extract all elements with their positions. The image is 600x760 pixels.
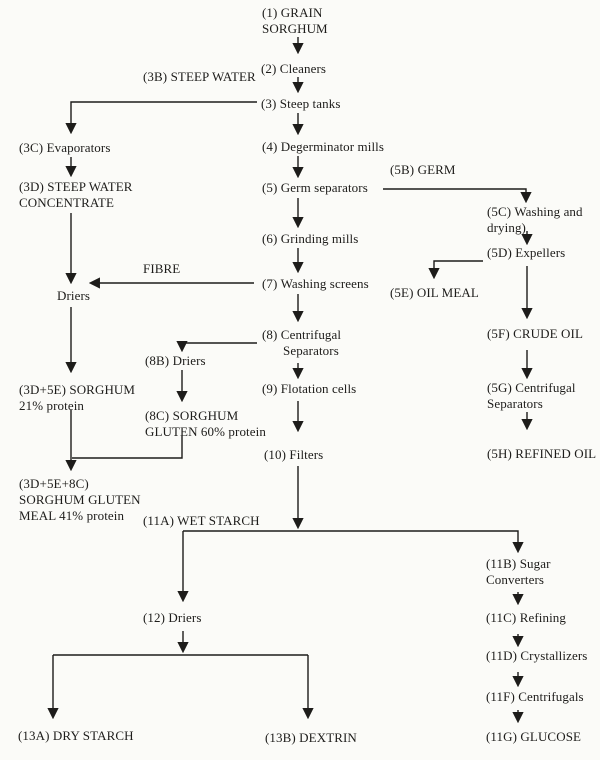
node-driers: Driers (57, 288, 91, 303)
node-8-centrifugal-separators: (8) Centrifugal Separators (262, 327, 342, 358)
node-3d5e-sorghum-21-protein: (3D+5E) SORGHUM 21% protein (19, 382, 136, 413)
node-3d5e8c-sorghum-gluten-meal-41: (3D+5E+8C) SORGHUM GLUTEN MEAL 41% prote… (19, 476, 141, 523)
node-5f-crude-oil: (5F) CRUDE OIL (487, 326, 584, 341)
node-7-washing-screens: (7) Washing screens (262, 276, 369, 291)
node-5h-refined-oil: (5H) REFINED OIL (487, 446, 597, 461)
node-3b-steep-water: (3B) STEEP WATER (143, 69, 256, 84)
node-9-flotation-cells: (9) Flotation cells (262, 381, 357, 396)
node-11d-crystallizers: (11D) Crystallizers (486, 648, 588, 663)
node-5c-washing-and-drying: (5C) Washing and drying) (487, 204, 583, 235)
node-11b-sugar-converters: (11B) Sugar Converters (486, 556, 551, 587)
node-8b-driers: (8B) Driers (145, 353, 206, 368)
node-5-germ-separators: (5) Germ separators (262, 180, 368, 195)
node-1-grain-sorghum: (1) GRAIN SORGHUM (262, 5, 328, 36)
node-8c-sorghum-gluten-60: (8C) SORGHUM GLUTEN 60% protein (145, 408, 266, 439)
label-fibre: FIBRE (143, 261, 181, 276)
node-10-filters: (10) Filters (264, 447, 324, 462)
node-5b-germ: (5B) GERM (390, 162, 456, 177)
node-5e-oil-meal: (5E) OIL MEAL (390, 285, 479, 300)
node-13a-dry-starch: (13A) DRY STARCH (18, 728, 134, 743)
node-11a-wet-starch: (11A) WET STARCH (143, 513, 260, 528)
node-11c-refining: (11C) Refining (486, 610, 566, 625)
node-12-driers: (12) Driers (143, 610, 202, 625)
node-5d-expellers: (5D) Expellers (487, 245, 566, 260)
node-6-grinding-mills: (6) Grinding mills (262, 231, 359, 246)
node-11f-centrifugals: (11F) Centrifugals (486, 689, 584, 704)
node-4-degerminator-mills: (4) Degerminator mills (262, 139, 385, 154)
node-3c-evaporators: (3C) Evaporators (19, 140, 111, 155)
node-11g-glucose: (11G) GLUCOSE (486, 729, 582, 744)
node-13b-dextrin: (13B) DEXTRIN (265, 730, 357, 745)
node-3d-steep-water-concentrate: (3D) STEEP WATER CONCENTRATE (19, 179, 133, 210)
node-3-steep-tanks: (3) Steep tanks (261, 96, 341, 111)
node-5g-centrifugal-separators: (5G) Centrifugal Separators (487, 380, 576, 411)
node-2-cleaners: (2) Cleaners (261, 61, 327, 76)
